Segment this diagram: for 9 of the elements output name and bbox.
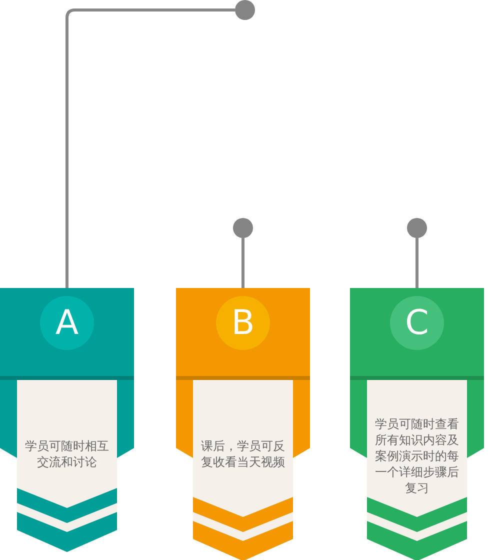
description-text: 课后，学员可反复收看当天视频 bbox=[200, 438, 286, 470]
connector-line bbox=[66, 8, 235, 288]
connector-line bbox=[416, 238, 418, 288]
description-text: 学员可随时查看所有知识内容及案例演示时的每一个详细步骤后复习 bbox=[374, 416, 460, 496]
pin-dot bbox=[407, 218, 427, 238]
description-text: 学员可随时相互交流和讨论 bbox=[24, 438, 110, 470]
connector-line bbox=[242, 238, 244, 288]
pin-dot bbox=[235, 0, 255, 20]
pin-dot bbox=[233, 218, 253, 238]
